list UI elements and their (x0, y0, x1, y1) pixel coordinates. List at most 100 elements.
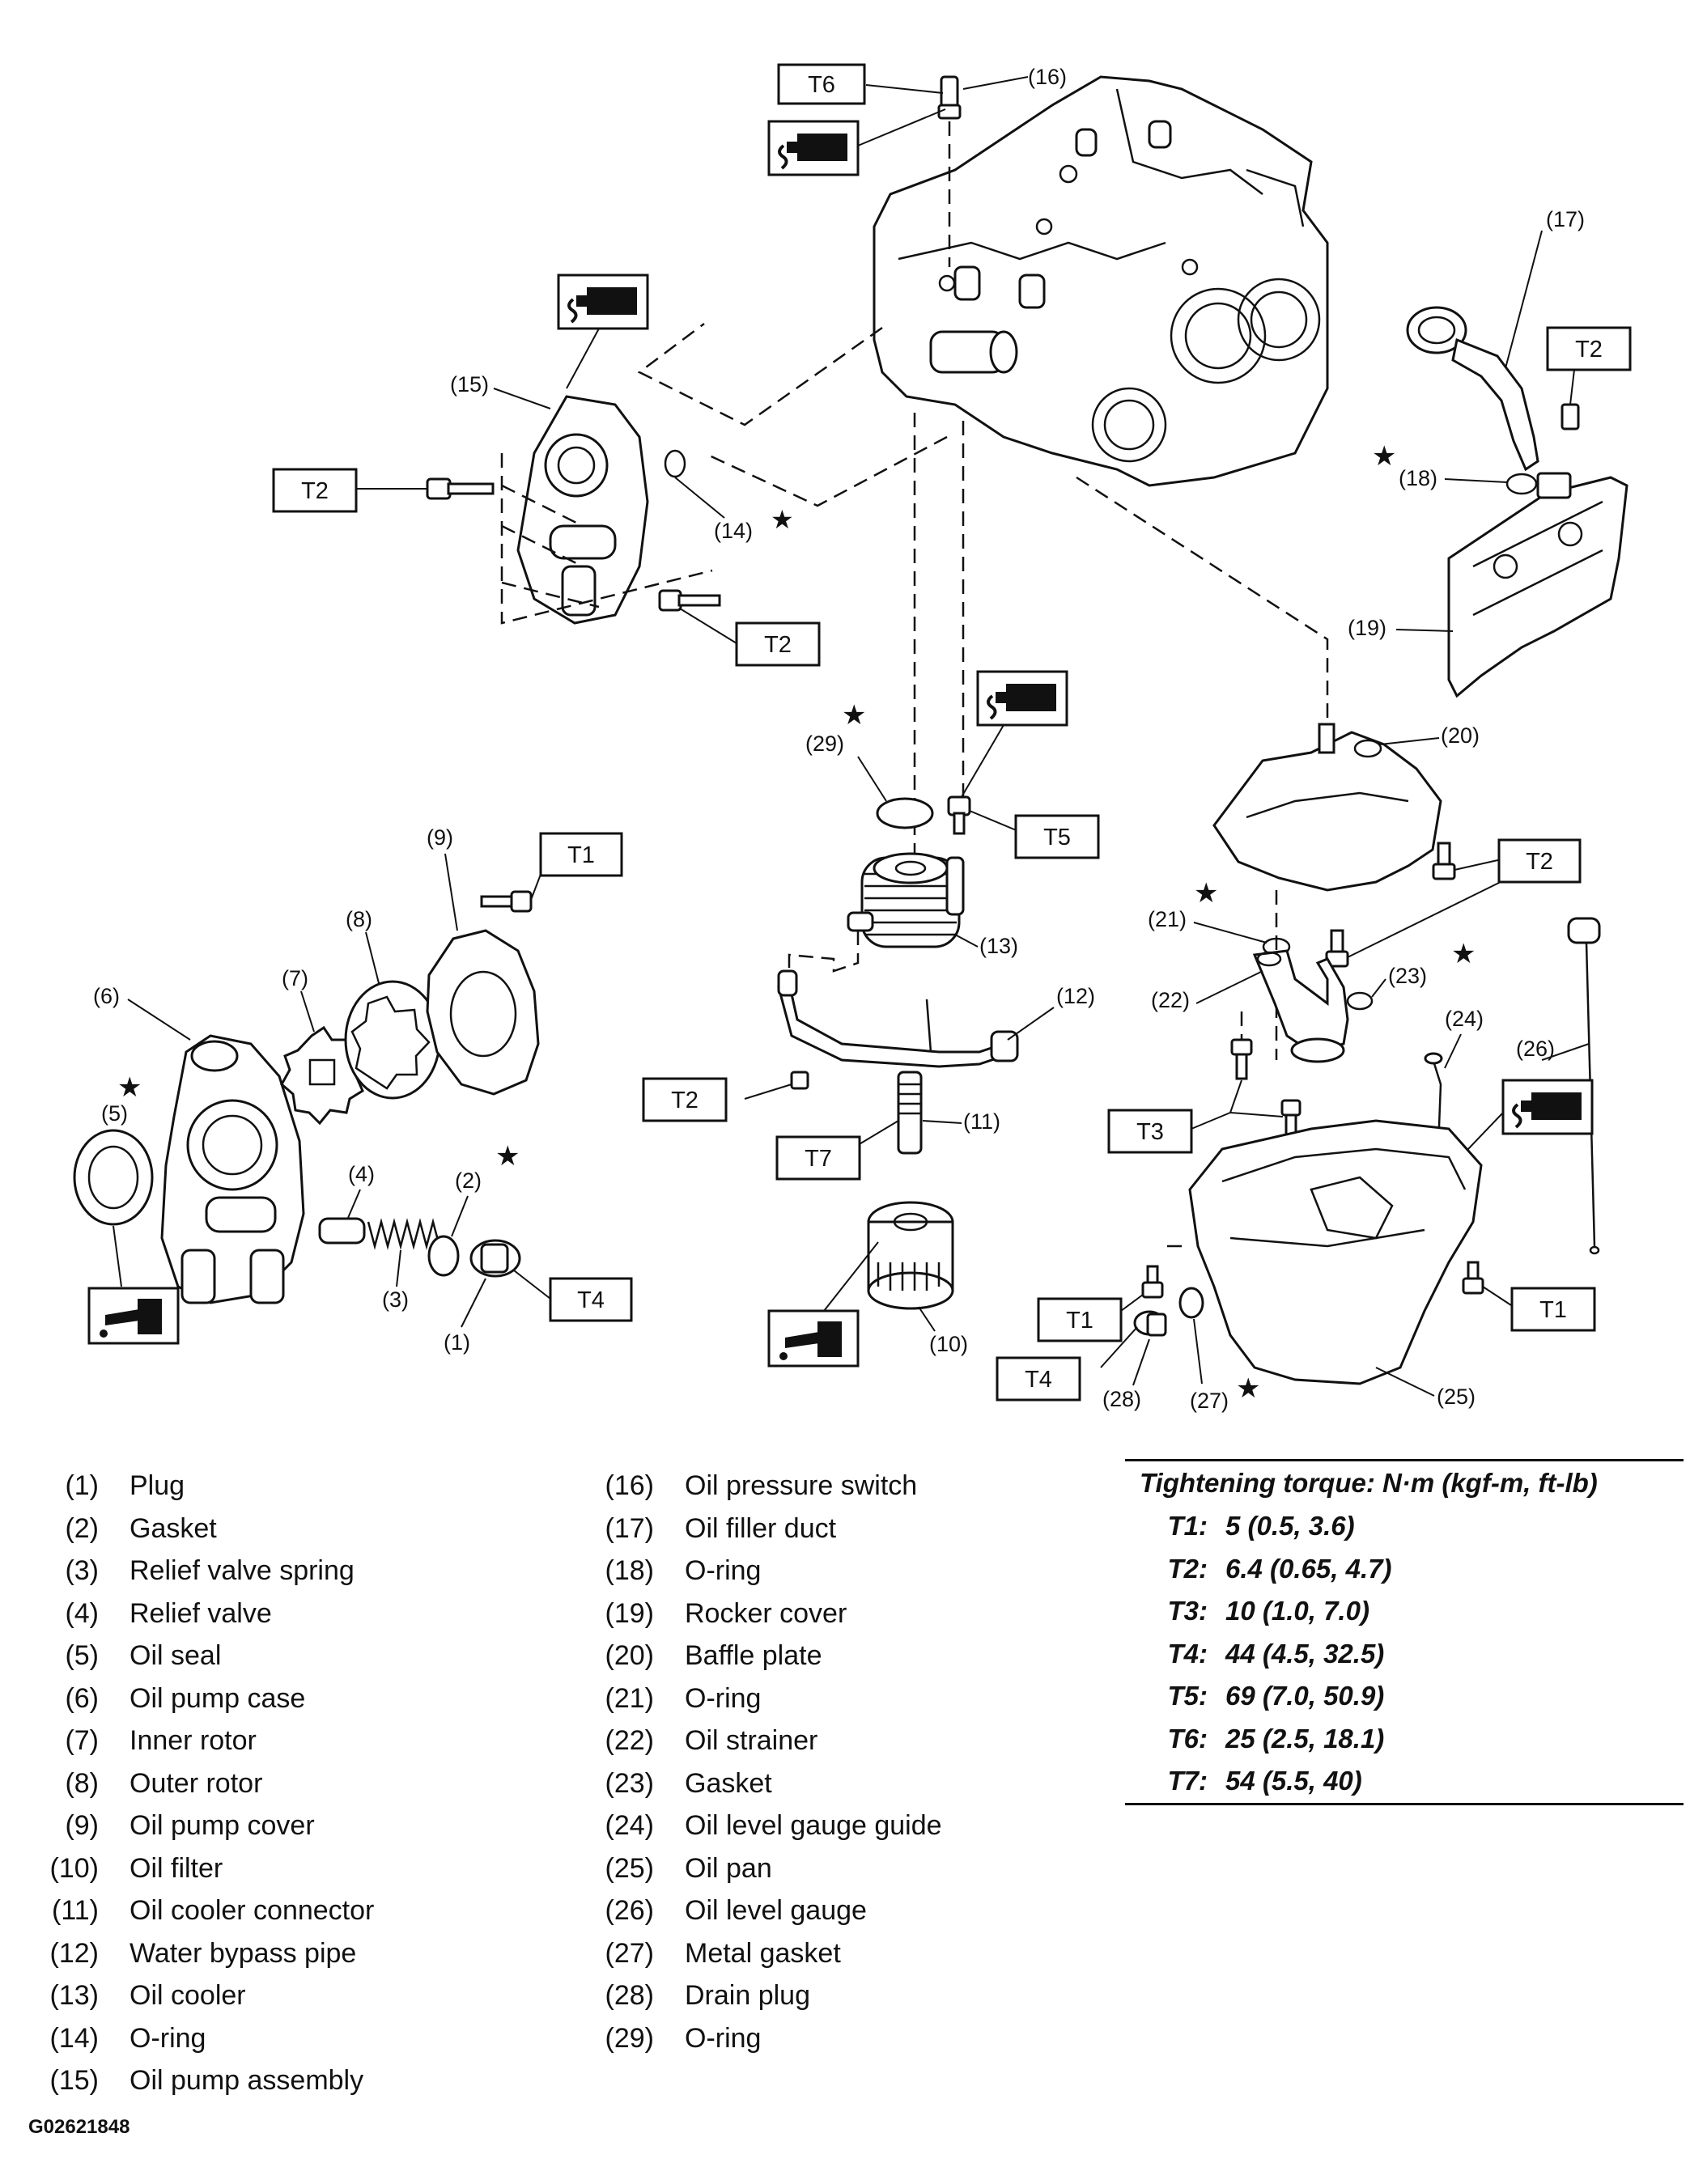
torque-box-t7-connector: T7 (805, 1146, 832, 1172)
torque-value: 25 (2.5, 18.1) (1225, 1723, 1385, 1754)
torque-box-t2-bypass: T2 (671, 1088, 699, 1113)
oil-filler-duct (1406, 306, 1539, 472)
callout-6: (6) (93, 984, 120, 1008)
legend-part-name: O-ring (685, 2022, 762, 2054)
drain-plug (1133, 1310, 1167, 1337)
legend-part-name: Outer rotor (130, 1767, 263, 1799)
legend-number: (26) (605, 1895, 654, 1926)
legend-item: (7)Inner rotor (18, 1720, 374, 1762)
legend-item: (18)O-ring (573, 1550, 942, 1592)
callout-10: (10) (929, 1332, 968, 1356)
legend-item: (25)Oil pan (573, 1847, 942, 1890)
oil-pump-assembly (500, 395, 713, 625)
legend-item: (16)Oil pressure switch (573, 1465, 942, 1508)
legend-part-name: Drain plug (685, 1980, 810, 2011)
callout-16: (16) (1028, 65, 1067, 89)
legend-part-name: Inner rotor (130, 1725, 257, 1756)
torque-box-t4-plug: T4 (577, 1287, 605, 1313)
oil-cooler-connector (897, 1071, 923, 1155)
legend-number: (20) (605, 1640, 654, 1671)
oil-strainer (1252, 949, 1349, 1063)
callout-29: (29) (805, 732, 844, 756)
star-2: ★ (495, 1141, 520, 1172)
torque-row: T4:44 (4.5, 32.5) (1125, 1633, 1684, 1676)
legend-number: (23) (605, 1767, 654, 1799)
legend-item: (6)Oil pump case (18, 1677, 374, 1720)
torque-box-t6-top: T6 (808, 72, 835, 98)
legend-number: (6) (65, 1682, 99, 1714)
bolt-pump-cover (480, 890, 533, 913)
torque-value: 5 (0.5, 3.6) (1225, 1511, 1355, 1541)
legend-number: (19) (605, 1597, 654, 1629)
legend-part-name: Oil seal (130, 1640, 222, 1671)
torque-table: Tightening torque: N·m (kgf-m, ft-lb) T1… (1125, 1459, 1684, 1805)
callout-13: (13) (979, 934, 1018, 958)
star-27: ★ (1236, 1373, 1260, 1404)
legend-number: (10) (49, 1852, 99, 1884)
legend-number: (15) (49, 2065, 99, 2096)
legend-part-name: Rocker cover (685, 1597, 847, 1629)
torque-box-t2-filler: T2 (1575, 337, 1603, 363)
legend-number: (3) (65, 1555, 99, 1586)
star-21: ★ (1194, 878, 1218, 909)
torque-value: 69 (7.0, 50.9) (1225, 1681, 1385, 1711)
legend-part-name: Water bypass pipe (130, 1937, 357, 1969)
star-5: ★ (117, 1072, 142, 1103)
legend-item: (5) Oil seal (18, 1635, 374, 1677)
gasket-2 (427, 1235, 460, 1277)
callout-12: (12) (1056, 984, 1095, 1008)
torque-box-t5-cooler: T5 (1043, 825, 1071, 850)
outer-rotor (344, 980, 441, 1100)
torque-row: T7:54 (5.5, 40) (1125, 1760, 1684, 1803)
star-23: ★ (1451, 939, 1476, 969)
legend-part-name: Relief valve spring (130, 1555, 355, 1586)
water-bypass-pipe (777, 969, 1019, 1068)
legend-number: (5) (65, 1640, 99, 1671)
legend-part-name: Relief valve (130, 1597, 272, 1629)
legend-item: (15)Oil pump assembly (18, 2059, 374, 2102)
torque-row: T5:69 (7.0, 50.9) (1125, 1675, 1684, 1718)
torque-table-title: Tightening torque: N·m (kgf-m, ft-lb) (1140, 1468, 1598, 1498)
legend-item: (29)O-ring (573, 2017, 942, 2060)
legend-part-name: Oil level gauge guide (685, 1810, 942, 1841)
apply-oil-icon (87, 1287, 180, 1345)
callout-3: (3) (382, 1287, 409, 1312)
torque-box-t2-pump-bottom: T2 (764, 632, 792, 658)
callout-27: (27) (1190, 1389, 1229, 1413)
legend-number: (2) (65, 1512, 99, 1544)
o-ring-29 (876, 797, 934, 829)
callout-19: (19) (1348, 616, 1386, 640)
oil-filter (867, 1201, 954, 1310)
legend-number: (21) (605, 1682, 654, 1714)
callout-25: (25) (1437, 1385, 1476, 1409)
oil-pan (1166, 1119, 1483, 1385)
torque-box-t1-cover: T1 (567, 842, 595, 868)
star-14: ★ (771, 505, 794, 534)
torque-key: T2: (1167, 1553, 1208, 1584)
callout-1: (1) (444, 1330, 470, 1355)
legend-number: (11) (52, 1895, 99, 1926)
legend-item: (23)Gasket (573, 1762, 942, 1805)
legend-item: (4) Relief valve (18, 1592, 374, 1635)
callout-9: (9) (427, 825, 453, 850)
rocker-cover (1447, 472, 1628, 698)
oil-pump-cover (426, 929, 540, 1096)
legend-part-name: Plug (130, 1470, 185, 1501)
gasket-23 (1346, 991, 1374, 1011)
legend-item: (26) Oil level gauge (573, 1889, 942, 1932)
legend-part-name: Oil level gauge (685, 1895, 867, 1926)
legend-part-name: Baffle plate (685, 1640, 822, 1671)
oil-cooler (847, 852, 965, 948)
legend-number: (4) (65, 1597, 99, 1629)
legend-part-name: Oil filler duct (685, 1512, 837, 1544)
relief-valve (318, 1217, 366, 1245)
legend-item: (19) Rocker cover (573, 1592, 942, 1635)
legend-part-name: Oil pressure switch (685, 1470, 918, 1501)
legend-part-name: Oil filter (130, 1852, 223, 1884)
legend-item: (20) Baffle plate (573, 1635, 942, 1677)
bolt-pump-bottom (658, 589, 721, 612)
legend-middle: (16)Oil pressure switch(17)Oil filler du… (573, 1465, 942, 2059)
callout-14: (14) (714, 519, 753, 543)
legend-part-name: Oil pump cover (130, 1810, 315, 1841)
legend-part-name: O-ring (685, 1682, 762, 1714)
